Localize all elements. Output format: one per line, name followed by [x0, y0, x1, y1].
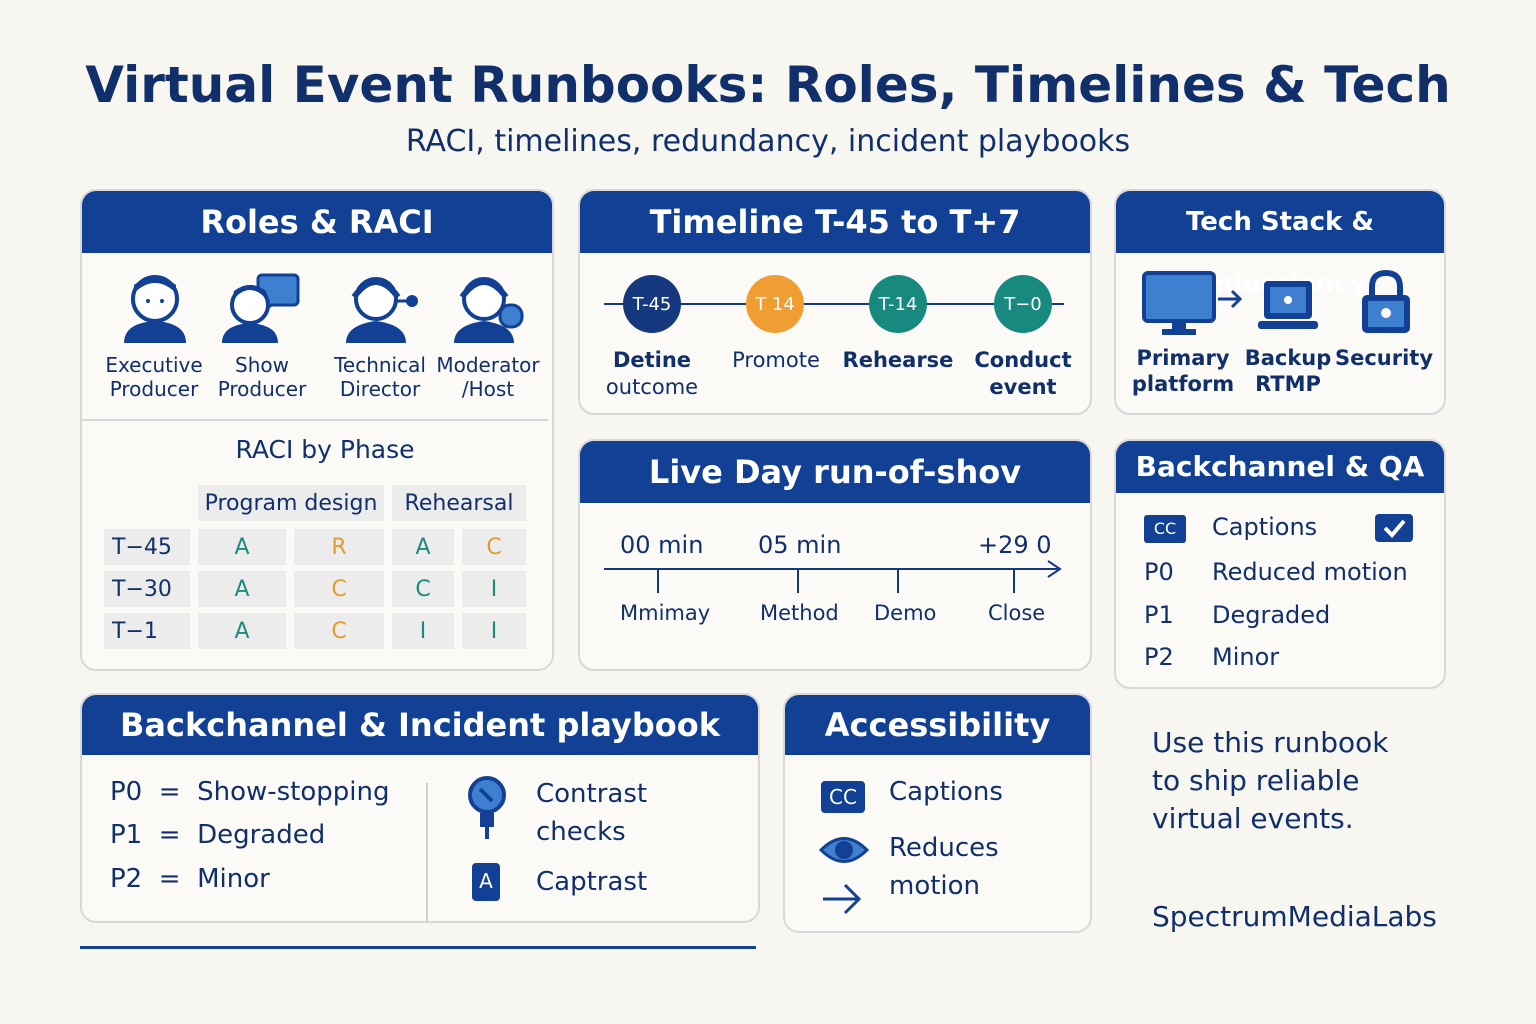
footer-rule [80, 946, 756, 949]
raci-cell: C [462, 529, 526, 565]
timeline-marker: T−0 [994, 275, 1052, 333]
raci-cell: C [294, 571, 384, 607]
backqa-label: Reduced motion [1212, 558, 1408, 586]
liveday-segment-label: Demo [874, 601, 937, 625]
footer-note: Use this runbook to ship reliable virtua… [1152, 726, 1389, 835]
tech-card: Tech Stack & redundancy Primaryplatform … [1114, 189, 1446, 415]
liveday-time-label: 00 min [620, 531, 704, 559]
show-producer-icon [222, 273, 300, 343]
timeline-step-label: Promote [732, 348, 820, 372]
moderator-host-icon [454, 277, 524, 343]
roles-card-title: Roles & RACI [82, 191, 552, 253]
incident-level: P1 = Degraded [110, 820, 326, 850]
incident-card: Backchannel & Incident playbook P0 = Sho… [80, 693, 760, 923]
incident-level: P2 = Minor [110, 864, 270, 894]
raci-cell: A [392, 529, 454, 565]
liveday-segment-label: Method [760, 601, 839, 625]
timeline-line [604, 303, 1064, 305]
incident-card-title: Backchannel & Incident playbook [82, 695, 758, 755]
page-subtitle: RACI, timelines, redundancy, incident pl… [405, 124, 1131, 159]
eye-icon [819, 837, 869, 863]
accessibility-label: Captions [889, 777, 1003, 807]
raci-cell: A [198, 571, 286, 607]
liveday-card-title: Live Day run-of-shov [580, 441, 1090, 503]
raci-cell: A [198, 613, 286, 649]
page-title: Virtual Event Runbooks: Roles, Timelines… [85, 56, 1451, 114]
raci-phase-cell: T−30 [104, 571, 190, 607]
cc-badge-icon: CC [821, 781, 865, 813]
backqa-label: Minor [1212, 643, 1280, 671]
backqa-tag: P1 [1144, 601, 1174, 629]
incident-divider [426, 783, 428, 921]
liveday-segment-label: Close [988, 601, 1046, 625]
checkbox-checked-icon[interactable] [1374, 513, 1414, 543]
a-badge-icon: A [472, 863, 500, 901]
contrast-probe-icon [468, 776, 506, 839]
arrow-right-icon [823, 883, 862, 915]
lock-icon [1362, 269, 1410, 333]
backqa-tag: P0 [1144, 558, 1174, 586]
liveday-time-label: 05 min [758, 531, 842, 559]
backqa-tag: P2 [1144, 643, 1174, 671]
tech-item-label: Security [1334, 346, 1434, 370]
incident-level: P0 = Show-stopping [110, 777, 390, 807]
incident-right-label: Captrast [536, 867, 648, 897]
technical-director-icon [346, 277, 418, 343]
tech-card-title: Tech Stack & redundancy [1116, 191, 1444, 299]
raci-cell: C [294, 613, 384, 649]
monitor-icon [1142, 271, 1243, 335]
executive-producer-icon [124, 275, 186, 343]
timeline-marker: T-14 [869, 275, 927, 333]
liveday-segment-label: Mmimay [620, 601, 711, 625]
backqa-label: Captions [1212, 513, 1318, 541]
raci-cell: I [462, 613, 526, 649]
timeline-card: Timeline T-45 to T+7 T-45 T 14 T-14 T−0 … [578, 189, 1092, 415]
raci-column-header: Rehearsal [392, 485, 526, 521]
laptop-icon [1258, 281, 1318, 329]
raci-cell: I [462, 571, 526, 607]
timeline-marker: T-45 [623, 275, 681, 333]
cc-badge-icon: CC [1144, 515, 1186, 543]
timeline-card-title: Timeline T-45 to T+7 [580, 191, 1090, 253]
role-label-moderator-host: Moderator/Host [436, 353, 540, 401]
raci-cell: C [392, 571, 454, 607]
raci-phase-cell: T−1 [104, 613, 190, 649]
raci-phase-cell: T−45 [104, 529, 190, 565]
raci-cell: I [392, 613, 454, 649]
liveday-card: Live Day run-of-shov 00 min 05 min +29 0… [578, 439, 1092, 671]
raci-title: RACI by Phase [235, 435, 415, 464]
backqa-label: Degraded [1212, 601, 1331, 629]
brand-wordmark: SpectrumMediaLabs [1152, 900, 1437, 933]
timeline-marker: T 14 [746, 275, 804, 333]
raci-cell: R [294, 529, 384, 565]
liveday-time-label: +29 0 [978, 531, 1052, 559]
backqa-card-title: Backchannel & QA [1116, 441, 1444, 493]
roles-divider [82, 419, 548, 421]
backqa-card: Backchannel & QA CC Captions P0 Reduced … [1114, 439, 1446, 689]
raci-column-header: Program design [198, 485, 384, 521]
liveday-axis [604, 560, 1062, 593]
raci-cell: A [198, 529, 286, 565]
timeline-step-label: Rehearse [842, 348, 954, 372]
accessibility-card-title: Accessibility [785, 695, 1090, 755]
